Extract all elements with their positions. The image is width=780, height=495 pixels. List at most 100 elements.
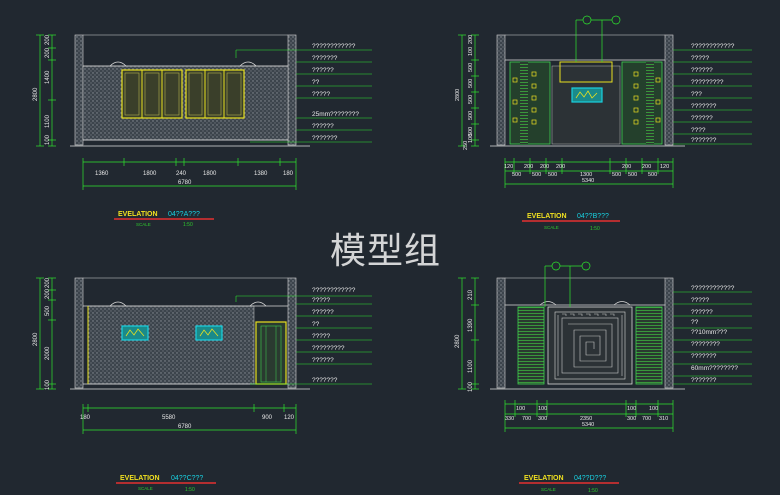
width-dimensions-a xyxy=(82,158,297,190)
elevation-title: EVELATION xyxy=(120,475,160,482)
width-dim: 1800 xyxy=(203,171,217,177)
annotation-note: ??????? xyxy=(312,55,338,62)
door xyxy=(255,321,287,385)
total-height-dim: 2800 xyxy=(33,332,39,346)
height-dim: 2000 xyxy=(45,346,51,360)
elevation-b: 200 100 500 500 500 500 500 100 250 2800… xyxy=(455,15,752,232)
width-dim: 500 xyxy=(648,172,657,178)
elevation-code: 04??B??? xyxy=(577,213,609,220)
elevation-title: EVELATION xyxy=(118,211,158,218)
slatted-panel-right xyxy=(635,306,663,385)
height-dim: 250 xyxy=(463,141,469,150)
annotation-note: ????????? xyxy=(312,345,345,352)
height-dimensions-c xyxy=(36,277,56,390)
height-dim: 100 xyxy=(468,134,474,143)
height-dim: 1390 xyxy=(468,318,474,332)
wall-right xyxy=(664,277,674,389)
wall-left xyxy=(74,34,84,146)
display-column-left xyxy=(509,61,551,145)
height-dim: 500 xyxy=(468,63,474,72)
annotation-leaders-d xyxy=(673,291,752,385)
total-width-dim: 5340 xyxy=(582,422,594,428)
width-dim: 500 xyxy=(548,172,557,178)
annotation-note: ?????? xyxy=(691,115,713,122)
decorative-painting xyxy=(121,325,149,341)
height-dim: 100 xyxy=(45,379,51,390)
annotation-note: ??????? xyxy=(691,103,717,110)
annotation-note: ???????????? xyxy=(691,43,735,50)
scale-value: 1:50 xyxy=(185,487,195,493)
annotation-note: ??????? xyxy=(691,377,717,384)
scale-label: SCALE xyxy=(136,222,151,227)
total-height-dim: 2800 xyxy=(455,334,461,348)
display-column-right xyxy=(621,61,663,145)
watermark-text: 模型组 xyxy=(330,231,442,272)
annotation-note: ???????????? xyxy=(691,285,735,292)
height-dimensions-d xyxy=(458,277,479,390)
annotation-note: ?? xyxy=(312,79,320,86)
title-block-a: EVELATION 04??A??? SCALE 1:50 xyxy=(114,211,214,228)
window-left xyxy=(121,69,183,119)
height-dim: 200 xyxy=(45,34,51,45)
width-dim: 100 xyxy=(649,406,658,412)
annotation-note: ????? xyxy=(691,297,709,304)
title-block-b: EVELATION 04??B??? SCALE 1:50 xyxy=(522,213,620,232)
width-dimensions-d xyxy=(504,400,674,432)
annotation-note: ??????? xyxy=(312,377,338,384)
height-dim: 500 xyxy=(468,111,474,120)
annotation-note: ??????? xyxy=(312,135,338,142)
width-dimensions-b xyxy=(504,158,674,188)
wall-left xyxy=(496,277,506,389)
width-dim: 180 xyxy=(283,171,294,177)
width-dim: 300 xyxy=(627,416,636,422)
annotation-note: ?????? xyxy=(691,67,713,74)
elevation-d: 210 1390 1100 100 2800 ???????????? ????… xyxy=(455,261,752,494)
wall-left xyxy=(74,277,84,389)
height-dim: 500 xyxy=(45,305,51,316)
annotation-note: ??10mm??? xyxy=(691,329,728,336)
width-dim: 200 xyxy=(622,164,631,170)
center-recess xyxy=(551,65,621,145)
height-dim: 200 xyxy=(45,288,51,299)
scale-label: SCALE xyxy=(138,486,153,491)
decorative-painting xyxy=(195,325,223,341)
width-dim: 500 xyxy=(512,172,521,178)
width-dim: 200 xyxy=(524,164,533,170)
height-dim: 500 xyxy=(468,127,474,136)
elevation-title: EVELATION xyxy=(524,475,564,482)
title-block-d: EVELATION 04??D??? SCALE 1:50 xyxy=(519,475,619,494)
elevation-a: 200 200 1400 1100 100 2800 ???????????? … xyxy=(33,34,372,228)
width-dim: 310 xyxy=(659,416,668,422)
fret-pattern-panel xyxy=(547,306,633,385)
annotation-leaders-c xyxy=(235,295,372,385)
decorative-painting xyxy=(571,87,603,103)
wall-right xyxy=(287,34,297,146)
height-dim: 210 xyxy=(468,289,474,300)
annotation-note: ?????? xyxy=(312,123,334,130)
scale-label: SCALE xyxy=(544,225,559,230)
annotation-leaders-a xyxy=(235,49,372,143)
width-dim: 200 xyxy=(642,164,651,170)
wall-right xyxy=(287,277,297,389)
scale-value: 1:50 xyxy=(183,222,193,228)
width-dim: 120 xyxy=(504,164,513,170)
height-dim: 500 xyxy=(468,95,474,104)
height-dimensions-b xyxy=(458,34,479,147)
width-dim: 120 xyxy=(284,415,295,421)
window-right xyxy=(185,69,245,119)
width-dim: 240 xyxy=(176,171,187,177)
total-width-dim: 5340 xyxy=(582,178,594,184)
annotation-note: ????? xyxy=(691,55,709,62)
height-dim: 1100 xyxy=(45,114,51,128)
annotation-note: ??????? xyxy=(691,353,717,360)
width-dim: 500 xyxy=(628,172,637,178)
width-dim: 900 xyxy=(262,415,273,421)
annotation-note: ????? xyxy=(312,297,330,304)
width-dim: 300 xyxy=(538,416,547,422)
height-dim: 200 xyxy=(45,47,51,58)
width-dim: 180 xyxy=(80,415,91,421)
width-dim: 2350 xyxy=(580,416,592,422)
scale-value: 1:50 xyxy=(588,488,598,494)
height-dim: 200 xyxy=(468,35,474,44)
